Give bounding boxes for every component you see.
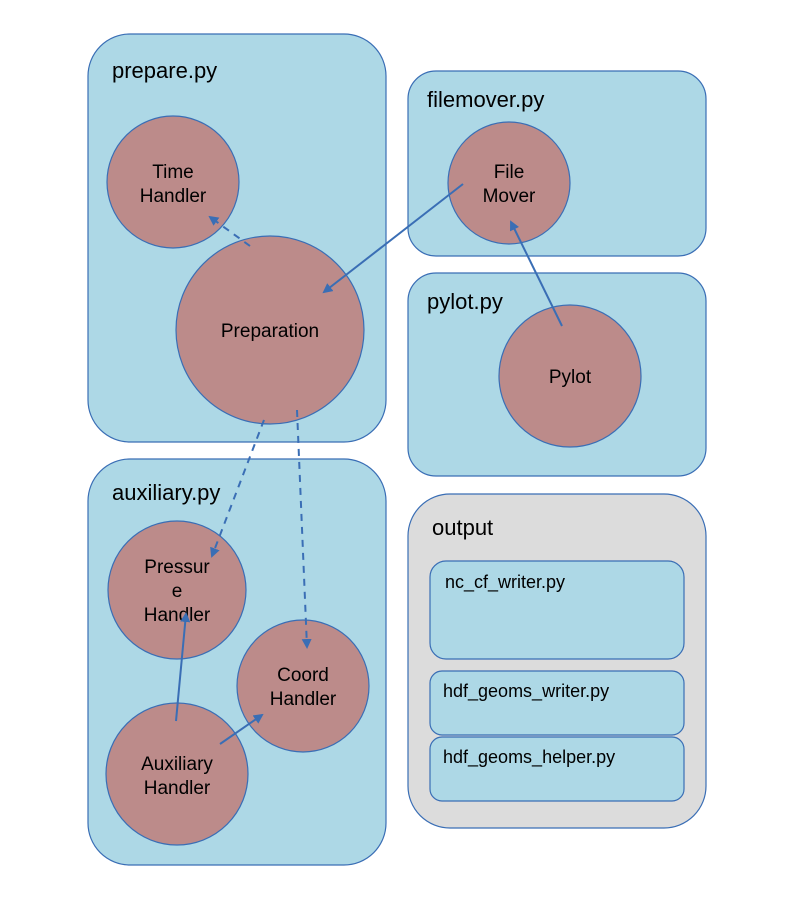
edge-auxiliary-handler-to-pressure-handler <box>175 612 191 722</box>
file-nc-cf-writer <box>429 560 685 660</box>
node-pressure-handler-line2: e <box>172 581 183 602</box>
module-prepare-label: prepare.py <box>112 58 217 83</box>
edge-preparation-to-time-handler <box>208 215 251 247</box>
node-auxiliary-handler-line1: Auxiliary <box>141 754 213 775</box>
node-pylot-line1: Pylot <box>549 367 592 388</box>
node-file-mover-line2: Mover <box>483 186 536 207</box>
file-hdf-geoms-helper <box>429 736 685 802</box>
edge-file-mover-to-preparation <box>322 183 464 294</box>
node-file-mover-line1: File <box>494 162 525 183</box>
file-hdf-geoms-writer <box>429 670 685 736</box>
node-time-handler-line1: Time <box>152 162 194 183</box>
node-coord-handler-line1: Coord <box>277 665 329 686</box>
node-file-mover: File Mover <box>447 121 571 245</box>
node-preparation: Preparation <box>175 235 365 425</box>
module-auxiliary-label: auxiliary.py <box>112 480 220 505</box>
edge-pylot-to-file-mover <box>510 220 563 327</box>
node-auxiliary-handler-line2: Handler <box>144 778 211 799</box>
node-pressure-handler: Pressur e Handler <box>107 520 247 660</box>
file-nc-cf-writer-label: nc_cf_writer.py <box>445 572 565 593</box>
node-coord-handler: Coord Handler <box>236 619 370 753</box>
node-pylot: Pylot <box>498 304 642 448</box>
edge-preparation-to-pressure-handler <box>210 419 265 558</box>
node-pressure-handler-line3: Handler <box>144 605 211 626</box>
file-hdf-geoms-writer-label: hdf_geoms_writer.py <box>443 681 609 702</box>
node-coord-handler-line2: Handler <box>270 689 337 710</box>
node-time-handler: Time Handler <box>106 115 240 249</box>
node-pressure-handler-line1: Pressur <box>144 557 210 578</box>
node-auxiliary-handler: Auxiliary Handler <box>105 702 249 846</box>
node-preparation-line1: Preparation <box>221 321 319 342</box>
module-output-label: output <box>432 515 493 540</box>
edge-auxiliary-handler-to-coord-handler <box>219 713 264 745</box>
file-hdf-geoms-helper-label: hdf_geoms_helper.py <box>443 747 615 768</box>
edge-preparation-to-coord-handler <box>296 409 312 649</box>
module-filemover-label: filemover.py <box>427 87 544 112</box>
node-time-handler-line2: Handler <box>140 186 207 207</box>
module-pylot-label: pylot.py <box>427 289 503 314</box>
